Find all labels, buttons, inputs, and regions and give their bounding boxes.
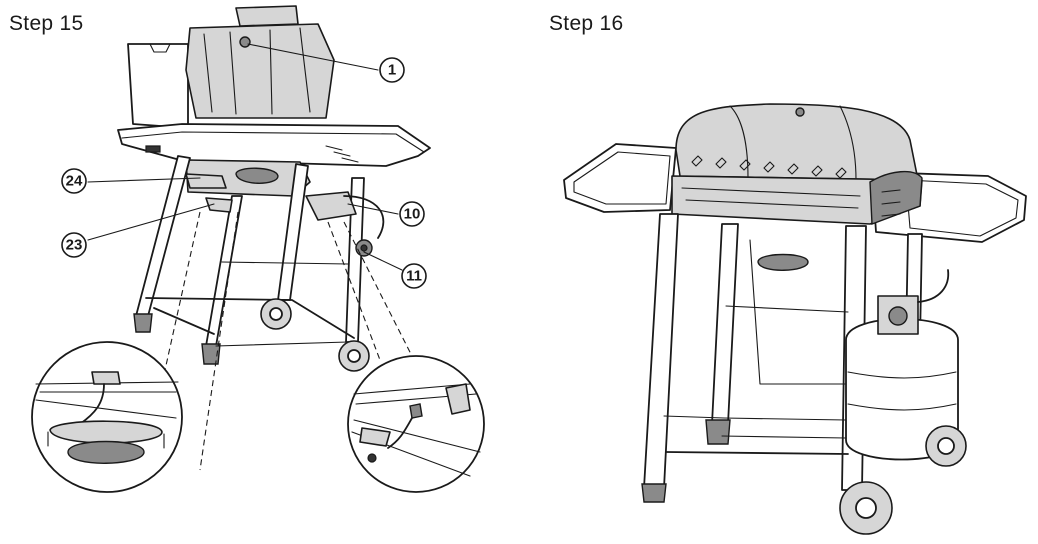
callout-24-label: 24 (66, 173, 83, 190)
callout-23: 23 (61, 232, 87, 258)
step-16-grill-illustration (563, 103, 1027, 535)
callout-10: 10 (399, 201, 425, 227)
callout-24: 24 (61, 168, 87, 194)
step-15-title: Step 15 (9, 12, 84, 35)
detail-view-hook (31, 341, 183, 493)
callout-11-label: 11 (406, 268, 422, 285)
callout-1: 1 (379, 57, 405, 83)
callout-11: 11 (401, 263, 427, 289)
callout-leaders (87, 43, 403, 271)
callout-1-label: 1 (388, 62, 396, 79)
step-15-grill-illustration (117, 5, 431, 471)
callout-10-label: 10 (404, 206, 421, 223)
callout-23-label: 23 (66, 237, 83, 254)
detail-view-regulator (347, 355, 485, 493)
step-16-title: Step 16 (549, 12, 624, 35)
